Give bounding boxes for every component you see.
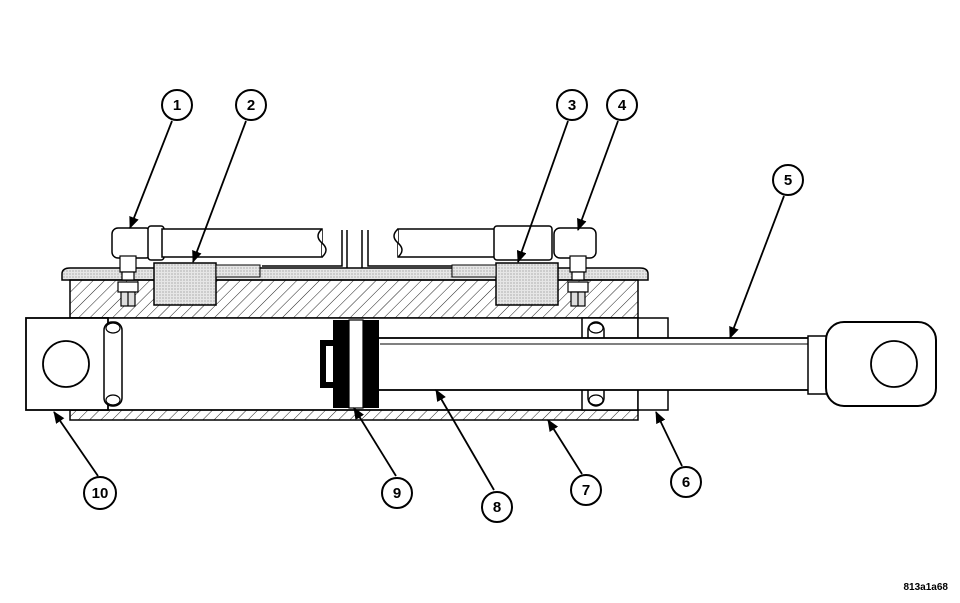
right-bolt bbox=[567, 255, 589, 307]
figure-code: 813a1a68 bbox=[903, 582, 949, 593]
hydraulic-lines bbox=[111, 225, 597, 273]
callout-label: 4 bbox=[618, 97, 627, 114]
right-hose bbox=[397, 228, 497, 258]
callout-7: 7 bbox=[570, 474, 602, 506]
left-mount-hole bbox=[42, 340, 90, 388]
callout-4: 4 bbox=[606, 89, 638, 121]
callout-10: 10 bbox=[83, 476, 117, 510]
callout-label: 10 bbox=[92, 485, 109, 502]
callout-label: 3 bbox=[568, 97, 576, 114]
callout-1: 1 bbox=[161, 89, 193, 121]
lower-barrel-wall bbox=[69, 409, 639, 421]
piston-rod bbox=[377, 337, 813, 391]
left-bolt bbox=[117, 255, 139, 307]
left-seal bbox=[103, 321, 123, 407]
callout-label: 1 bbox=[173, 97, 181, 114]
callout-2: 2 bbox=[235, 89, 267, 121]
left-hose-break bbox=[317, 228, 327, 258]
callout-5: 5 bbox=[772, 164, 804, 196]
left-sensor-block bbox=[153, 262, 217, 306]
right-hose-break bbox=[393, 228, 403, 258]
leader-4 bbox=[577, 120, 619, 231]
leader-8 bbox=[435, 389, 495, 491]
right-rail-strip bbox=[451, 264, 497, 278]
leader-3 bbox=[516, 120, 569, 263]
leader-lines bbox=[53, 120, 785, 491]
left-fitting-elbow bbox=[111, 227, 153, 259]
callout-label: 6 bbox=[682, 474, 690, 491]
right-hose-collar bbox=[493, 225, 553, 261]
leader-2 bbox=[192, 120, 247, 263]
leader-7 bbox=[547, 419, 583, 475]
callout-9: 9 bbox=[381, 477, 413, 509]
left-hose bbox=[161, 228, 323, 258]
callout-label: 2 bbox=[247, 97, 255, 114]
callout-label: 5 bbox=[784, 172, 792, 189]
right-fitting-elbow bbox=[553, 227, 597, 259]
piston bbox=[320, 319, 379, 409]
leader-9 bbox=[353, 407, 397, 477]
callout-8: 8 bbox=[481, 491, 513, 523]
mounting-rail bbox=[61, 267, 649, 281]
right-sensor-block bbox=[495, 262, 559, 306]
callouts: 1 2 3 4 5 6 7 8 bbox=[83, 89, 804, 523]
leader-6 bbox=[655, 411, 683, 467]
callout-label: 7 bbox=[582, 482, 590, 499]
callout-6: 6 bbox=[670, 466, 702, 498]
leader-1 bbox=[129, 120, 173, 229]
leader-5 bbox=[729, 195, 785, 339]
callout-label: 8 bbox=[493, 499, 501, 516]
callout-3: 3 bbox=[556, 89, 588, 121]
leader-10 bbox=[53, 411, 99, 477]
callout-label: 9 bbox=[393, 485, 401, 502]
rod-end-hole bbox=[870, 340, 918, 388]
left-rail-strip bbox=[215, 264, 261, 278]
